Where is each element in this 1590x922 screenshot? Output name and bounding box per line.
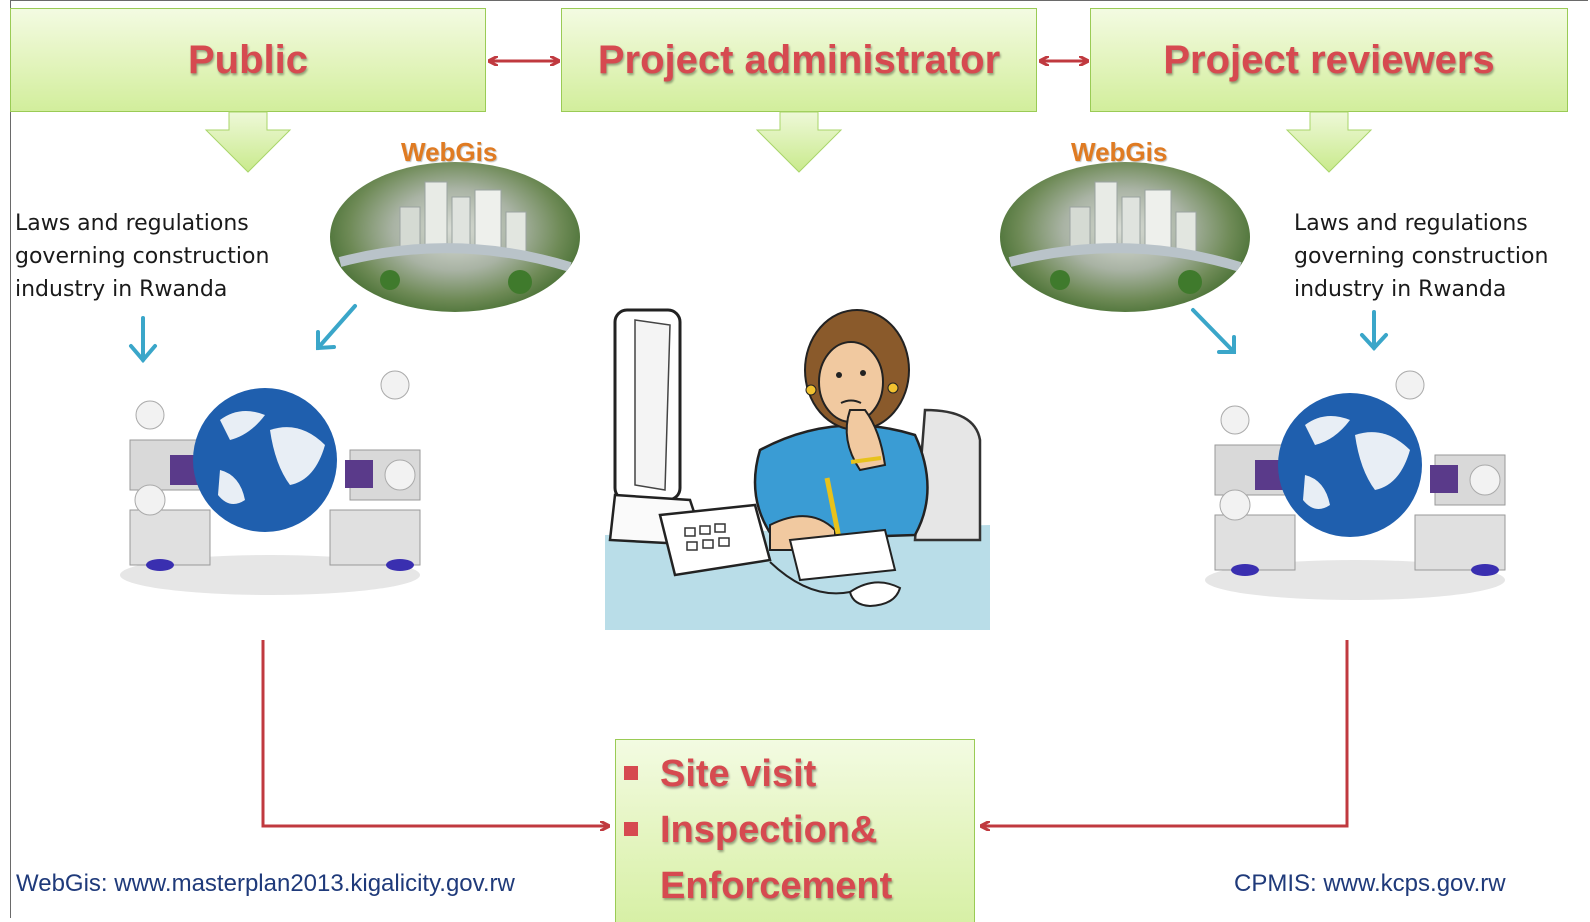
reviewers-label: Project reviewers (1163, 37, 1495, 82)
administrator-label: Project administrator (597, 37, 1001, 82)
city-map-icon (1000, 162, 1250, 312)
diagram-frame (10, 0, 1588, 918)
public-label: Public (187, 37, 309, 82)
globe-network-icon (1205, 370, 1506, 600)
cpmis-url-text: CPMIS: www.kcps.gov.rw (1234, 870, 1506, 897)
laws-line-2: governing construction (15, 244, 270, 269)
administrator-box: Project administrator (561, 8, 1037, 112)
laws-line-1: Laws and regulations (15, 211, 249, 236)
bullet-icon (624, 822, 638, 836)
site-visit-label: Site visit (660, 753, 817, 795)
globe-network-icon (120, 370, 421, 595)
bullet-icon (624, 766, 638, 780)
laws-line-1: Laws and regulations (1294, 211, 1528, 236)
laws-text-left: Laws and regulations governing construct… (15, 207, 315, 306)
laws-line-3: industry in Rwanda (15, 277, 228, 302)
city-buildings-left (338, 181, 572, 294)
enforcement-label: Enforcement (660, 865, 893, 907)
city-buildings-right (1008, 181, 1242, 294)
inspection-label: Inspection& (660, 809, 878, 851)
action-item-enforcement: Enforcement (660, 858, 974, 914)
laws-text-right: Laws and regulations governing construct… (1294, 207, 1590, 306)
action-item-inspection: Inspection& (620, 802, 974, 858)
laws-line-2: governing construction (1294, 244, 1549, 269)
site-visit-action-box: Site visit Inspection& Enforcement (615, 739, 975, 922)
webgis-url-text: WebGis: www.masterplan2013.kigalicity.go… (16, 870, 515, 897)
woman-at-computer-icon (605, 308, 990, 630)
laws-line-3: industry in Rwanda (1294, 277, 1507, 302)
action-item-site-visit: Site visit (620, 746, 974, 802)
city-map-icon (330, 162, 580, 312)
reviewers-box: Project reviewers (1090, 8, 1568, 112)
public-box: Public (10, 8, 486, 112)
